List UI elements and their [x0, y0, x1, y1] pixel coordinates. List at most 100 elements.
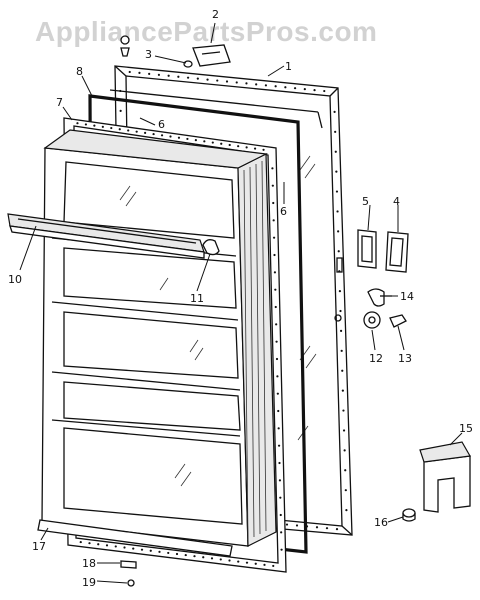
rivet-dot [341, 389, 344, 392]
rivet-dot [342, 409, 345, 412]
rivet-dot [152, 132, 155, 136]
rivet-dot [342, 429, 346, 432]
label-part-16: 16 [374, 516, 388, 529]
rivet-dot [186, 137, 189, 141]
rivet-dot [275, 323, 278, 326]
label-part-17: 17 [32, 540, 46, 553]
rivet-dot [245, 146, 248, 149]
rivet-dot [338, 289, 342, 293]
rivet-dot [105, 544, 109, 547]
rivet-dot [254, 562, 257, 565]
rivet-dot [273, 271, 277, 274]
rivet-dot [277, 427, 280, 430]
door-bracket [419, 441, 471, 513]
watermark-text: AppliancePartsPros.com [35, 16, 377, 47]
rivet-dot [237, 560, 240, 563]
rivet-dot [88, 542, 91, 545]
rivet-dot [79, 540, 82, 544]
leader-lines [19, 22, 463, 584]
screw [127, 579, 135, 587]
rivet-dot [123, 546, 126, 549]
rivet-dot [323, 89, 326, 93]
rivet-dot [276, 392, 279, 395]
rivet-dot [285, 523, 289, 526]
label-part-13: 13 [398, 352, 412, 365]
rivet-dot [335, 190, 339, 193]
rivet-dot [340, 349, 343, 352]
label-part-2: 2 [212, 8, 219, 21]
rivet-dot [128, 70, 131, 74]
rivet-dot [149, 549, 152, 552]
rivet-dot [295, 524, 299, 527]
rivet-dot [339, 329, 343, 333]
rivet-dot [278, 479, 282, 482]
rivet-dot [219, 558, 222, 561]
rivet-dot [135, 130, 138, 133]
rivet-dot [76, 122, 79, 125]
rivet-dot [167, 74, 170, 77]
rivet-dot [245, 561, 249, 564]
rivet-dot [278, 461, 281, 465]
rivet-dot [157, 73, 161, 76]
rivet-dot [275, 357, 279, 361]
retainer-clip [120, 35, 130, 57]
rivet-dot [144, 131, 147, 134]
rivet-dot [186, 76, 190, 79]
hinge-cover-5 [357, 229, 377, 269]
rivet-dot [148, 72, 151, 75]
rivet-dot [237, 145, 240, 148]
rivet-dot [167, 551, 170, 555]
label-part-6-side: 6 [280, 205, 287, 218]
hinge-cover-4 [385, 231, 409, 273]
rivet-dot [276, 375, 279, 378]
rivet-dot [177, 136, 181, 139]
rivet-dot [160, 134, 164, 137]
label-part-4: 4 [393, 195, 400, 208]
rivet-dot [272, 201, 275, 205]
rivet-dot [273, 253, 276, 257]
switch-plate [192, 44, 231, 67]
rivet-dot [339, 309, 342, 313]
rivet-dot [344, 469, 347, 472]
rivet-dot [280, 548, 283, 551]
rivet-dot [337, 250, 340, 253]
rivet-dot [101, 125, 104, 128]
rivet-dot [274, 305, 277, 309]
rivet-dot [255, 83, 258, 86]
rivet-dot [274, 288, 277, 291]
rivet-dot [216, 79, 219, 82]
rivet-dot [274, 85, 277, 88]
bottom-trim [37, 519, 233, 557]
rivet-dot [343, 449, 346, 452]
rivet-dot [245, 82, 248, 85]
rivet-dot [333, 110, 336, 114]
rivet-dot [97, 543, 100, 546]
label-part-12: 12 [369, 352, 383, 365]
part-labels: 2 3 1 8 7 6 6 10 11 5 4 14 12 13 15 16 1… [8, 8, 473, 589]
rivet-dot [220, 142, 223, 145]
rivet-dot [194, 139, 197, 142]
rivet-dot [253, 147, 257, 150]
label-part-1: 1 [285, 60, 292, 73]
label-part-3: 3 [145, 48, 152, 61]
rivet-dot [315, 526, 319, 529]
rivet-dot [263, 563, 266, 566]
rivet-dot [169, 135, 172, 138]
rivet-dot [337, 230, 340, 233]
rivet-dot [345, 508, 348, 512]
rivet-dot [84, 123, 88, 126]
label-part-10: 10 [8, 273, 22, 286]
label-part-6-top: 6 [158, 118, 165, 131]
breaker-strip [109, 89, 323, 129]
rivet-dot [206, 78, 209, 81]
door-handle [7, 213, 205, 259]
rivet-dot [335, 527, 339, 531]
rivet-dot [264, 84, 268, 87]
rivet-dot [272, 219, 275, 222]
rivet-dot [140, 548, 144, 551]
rivet-dot [272, 564, 275, 568]
rivet-dot [334, 130, 337, 133]
label-part-15: 15 [459, 422, 473, 435]
rivet-dot [334, 150, 337, 153]
